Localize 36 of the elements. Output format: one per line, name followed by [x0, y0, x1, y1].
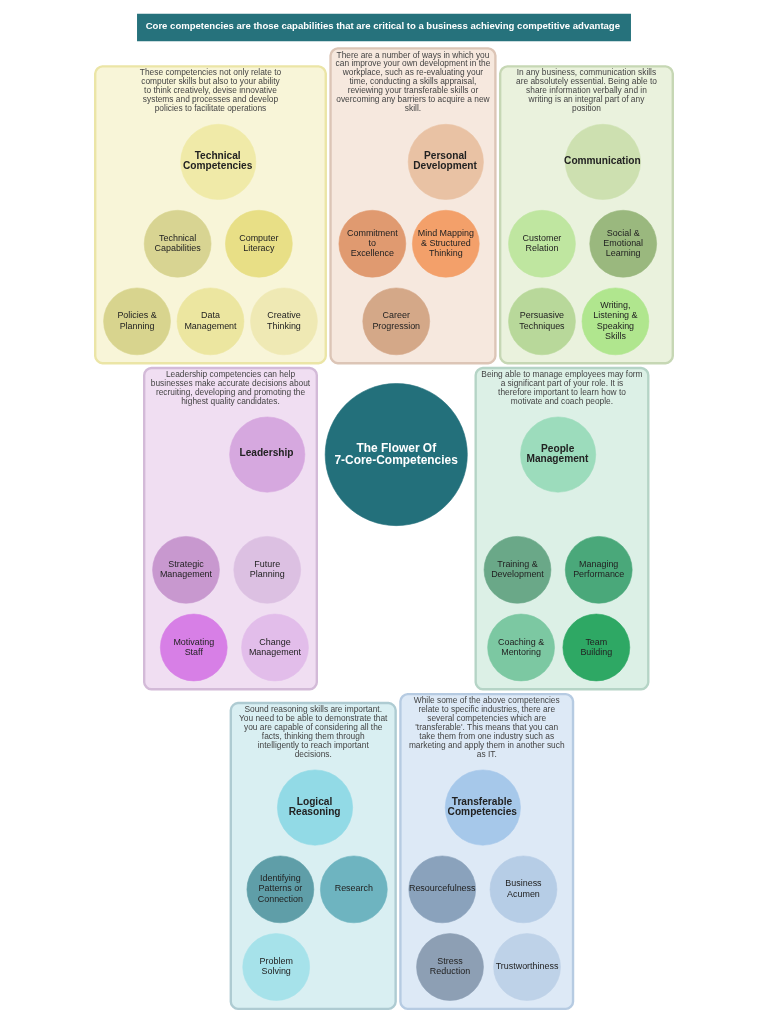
- node-circle: Team Building: [562, 613, 631, 681]
- node-circle: Business Acumen: [489, 855, 558, 923]
- node-circle: Career Progression: [362, 287, 430, 355]
- node-circle: Computer Literacy: [225, 209, 293, 277]
- node-circle: Mind Mapping & Structured Thinking: [412, 209, 480, 277]
- node-circle: Personal Development: [407, 123, 484, 200]
- node-circle: Training & Development: [483, 535, 552, 604]
- node-circle: Identifying Patterns or Connection: [246, 855, 315, 923]
- node-circle: Strategic Management: [152, 535, 220, 604]
- node-circle: Change Management: [241, 613, 309, 681]
- node-circle: Social & Emotional Learning: [589, 209, 657, 277]
- node-circle: Transferable Competencies: [444, 769, 521, 845]
- node-circle: Technical Capabilities: [143, 209, 212, 277]
- node-circle: Technical Competencies: [180, 123, 257, 200]
- node-circle: Managing Performance: [564, 535, 633, 604]
- node-circle: Customer Relation: [508, 209, 576, 277]
- node-circle: Stress Reduction: [416, 932, 484, 1001]
- node-circle: Logical Reasoning: [277, 769, 353, 845]
- node-circle: Writing, Listening & Speaking Skills: [581, 287, 650, 355]
- node-circle: Problem Solving: [242, 932, 310, 1001]
- node-circle: Leadership: [229, 416, 306, 492]
- node-circle: Policies & Planning: [103, 287, 171, 355]
- node-circle: Persuasive Techniques: [508, 287, 576, 355]
- diagram-title: Core competencies are those capabilities that are critical to a business achieving competitive advantage: [145, 19, 621, 31]
- node-circle: The Flower Of 7-Core-Competencies: [324, 382, 468, 526]
- node-circle: Trustworthiness: [493, 932, 561, 1001]
- node-circle: Future Planning: [233, 535, 301, 604]
- node-circle: Data Management: [176, 287, 245, 355]
- node-circle: People Management: [520, 416, 597, 492]
- node-circle: Coaching & Mentoring: [487, 613, 555, 681]
- node-circle: Research: [320, 855, 388, 923]
- node-circle: Motivating Staff: [160, 613, 228, 681]
- node-circle: Communication: [564, 123, 641, 200]
- node-circle: Commitment to Excellence: [338, 209, 407, 277]
- node-circle: Creative Thinking: [250, 287, 318, 355]
- node-circle: Resourcefulness: [408, 855, 476, 923]
